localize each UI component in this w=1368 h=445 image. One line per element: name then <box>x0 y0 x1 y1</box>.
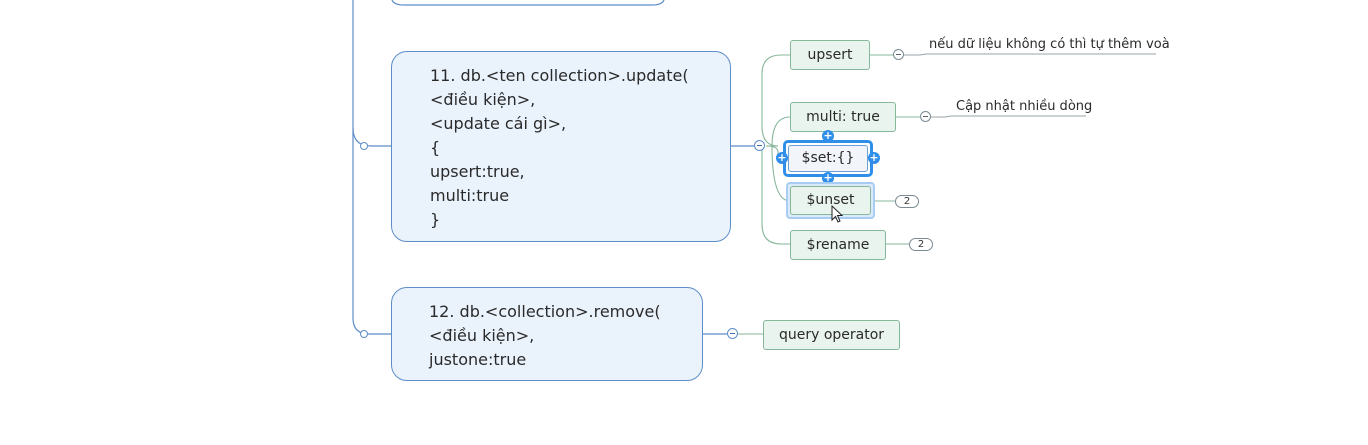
subtopic-unset[interactable]: $unset <box>790 186 871 215</box>
junction-dot <box>360 142 368 150</box>
plus-handle-icon[interactable]: + <box>822 171 834 184</box>
junction-dot <box>360 330 368 338</box>
topic-line: upsert:true, <box>430 162 525 181</box>
main-branch-line <box>352 0 392 335</box>
subtopic-set[interactable]: $set:{} <box>788 145 868 172</box>
branch-to-node11 <box>352 127 392 147</box>
collapse-icon[interactable] <box>893 49 904 60</box>
mouse-pointer-icon <box>831 205 844 223</box>
topic-line: <điều kiện>, <box>429 326 535 345</box>
collapsed-count-badge[interactable]: 2 <box>909 238 933 251</box>
topic-line: <update cái gì>, <box>430 114 567 133</box>
collapse-icon[interactable] <box>727 328 738 339</box>
plus-handle-icon[interactable]: + <box>868 151 880 164</box>
topic-line: { <box>430 138 441 157</box>
note-upsert[interactable]: nếu dữ liệu không có thì tự thêm voà <box>929 37 1170 52</box>
subtopic-upsert[interactable]: upsert <box>790 40 870 70</box>
subtopic-query-operator[interactable]: query operator <box>763 320 900 350</box>
top-node-edge <box>391 0 665 6</box>
subtopic-multi[interactable]: multi: true <box>790 102 896 132</box>
topic-line: 11. db.<ten collection>.update( <box>430 66 689 85</box>
subtopic-rename[interactable]: $rename <box>790 230 886 260</box>
collapsed-count-badge[interactable]: 2 <box>895 195 919 208</box>
topic-line: 12. db.<collection>.remove( <box>429 302 661 321</box>
topic-node-12[interactable]: 12. db.<collection>.remove( <điều kiện>,… <box>391 287 703 381</box>
topic-line: justone:true <box>429 350 527 369</box>
plus-handle-icon[interactable]: + <box>822 129 834 142</box>
topic-node-11[interactable]: 11. db.<ten collection>.update( <điều ki… <box>391 51 731 242</box>
collapse-icon[interactable] <box>754 140 765 151</box>
note-multi[interactable]: Cập nhật nhiều dòng <box>956 99 1093 114</box>
topic-line: <điều kiện>, <box>430 90 536 109</box>
topic-line: multi:true <box>430 186 510 205</box>
collapse-icon[interactable] <box>920 111 931 122</box>
topic-line: } <box>430 210 441 229</box>
plus-handle-icon[interactable]: + <box>776 151 788 164</box>
